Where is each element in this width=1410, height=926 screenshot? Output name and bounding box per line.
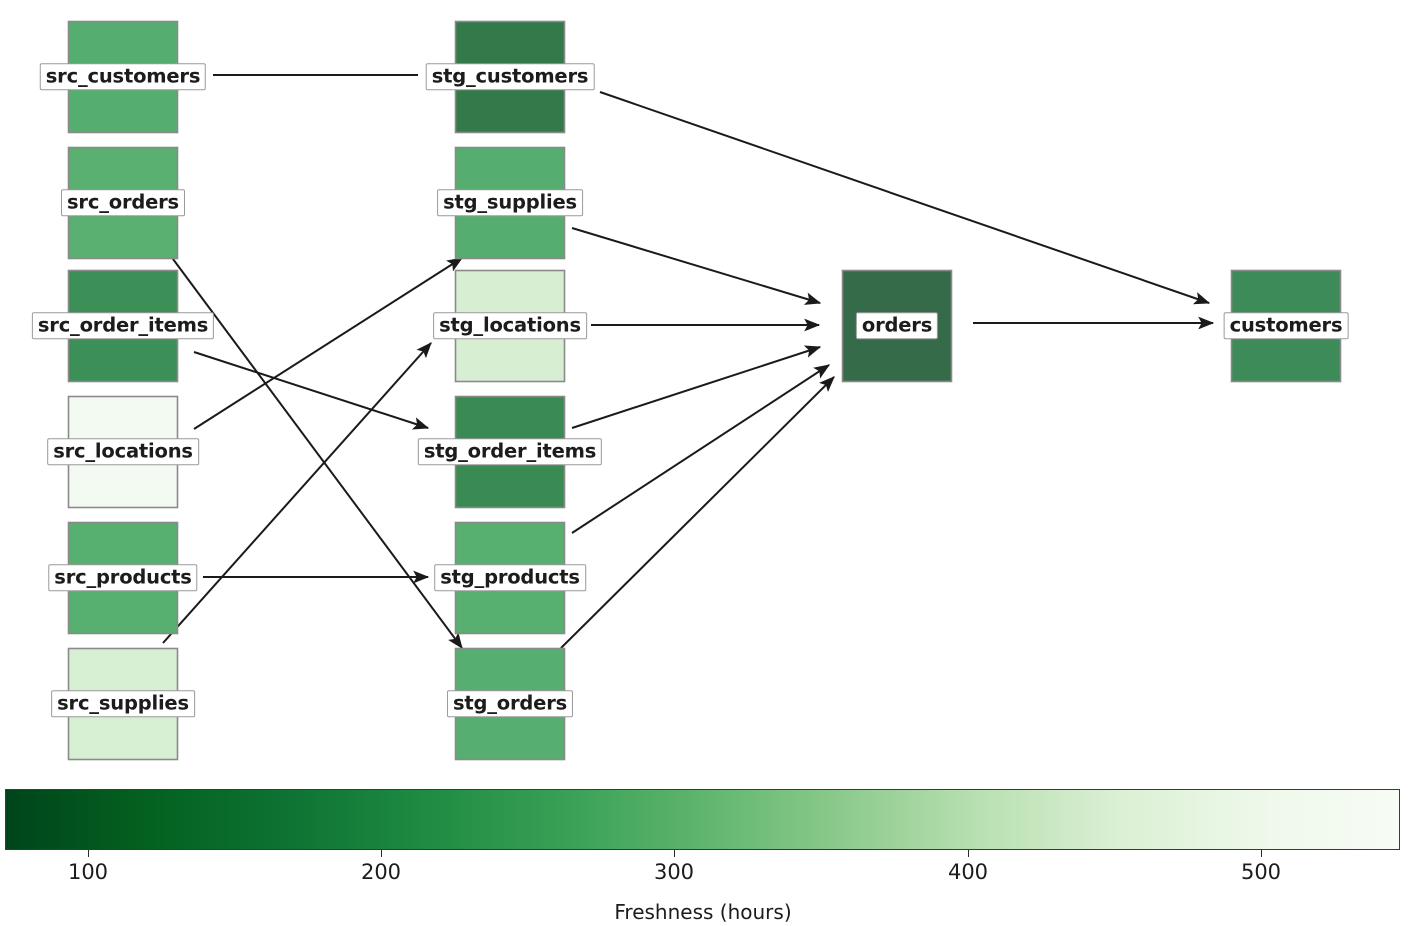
node-label-src_locations[interactable]: src_locations [47, 438, 199, 466]
edge-src_order_items-to-stg_order_items [193, 351, 430, 430]
node-label-stg_customers[interactable]: stg_customers [425, 63, 595, 91]
edge-stg_orders-to-orders [560, 376, 835, 649]
edge-stg_supplies-to-orders [571, 227, 822, 305]
node-label-stg_orders[interactable]: stg_orders [446, 690, 574, 718]
node-label-src_customers[interactable]: src_customers [39, 63, 207, 91]
edge-stg_products-to-orders [571, 364, 831, 534]
edge-stg_order_items-to-orders [571, 345, 822, 429]
colorbar-tick-label: 100 [67, 860, 109, 884]
colorbar-tick-mark [968, 850, 970, 857]
node-label-stg_locations[interactable]: stg_locations [433, 312, 587, 340]
colorbar-tick-label: 300 [653, 860, 695, 884]
colorbar-tick-mark [674, 850, 676, 857]
node-label-src_order_items[interactable]: src_order_items [31, 312, 215, 340]
node-label-stg_supplies[interactable]: stg_supplies [437, 189, 583, 217]
colorbar: 100 200 300 400 500 [5, 789, 1400, 884]
edge-stg_customers-to-customers [599, 91, 1211, 305]
colorbar-tick-mark [381, 850, 383, 857]
colorbar-gradient [5, 789, 1400, 850]
node-label-orders[interactable]: orders [855, 312, 939, 340]
colorbar-tick-mark [1261, 850, 1263, 857]
colorbar-tick-label: 500 [1240, 860, 1282, 884]
node-label-src_products[interactable]: src_products [48, 564, 198, 592]
node-label-customers[interactable]: customers [1223, 312, 1349, 340]
edge-layer [162, 74, 1215, 649]
node-label-stg_order_items[interactable]: stg_order_items [417, 438, 603, 466]
node-label-src_orders[interactable]: src_orders [61, 189, 185, 217]
edge-src_locations-to-stg_locations [193, 257, 464, 430]
colorbar-tick-label: 400 [947, 860, 989, 884]
colorbar-tick-label: 200 [360, 860, 402, 884]
node-label-src_supplies[interactable]: src_supplies [51, 690, 195, 718]
edge-src_supplies-to-stg_locations [162, 342, 432, 644]
node-layer [67, 20, 1342, 761]
colorbar-tick-mark [88, 850, 90, 857]
colorbar-axis-label: Freshness (hours) [614, 900, 792, 924]
node-label-stg_products[interactable]: stg_products [434, 564, 586, 592]
